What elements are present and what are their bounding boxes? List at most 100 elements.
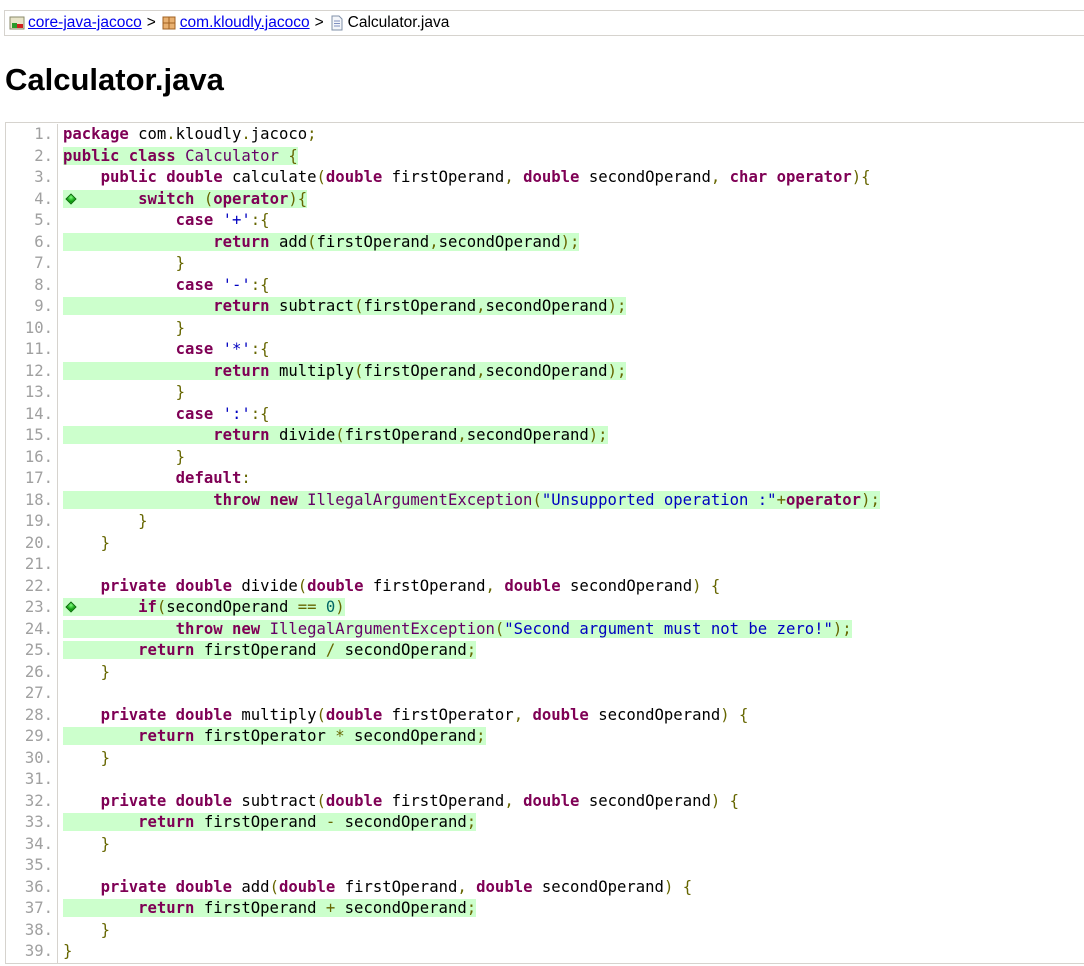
code-token: } (100, 662, 110, 681)
line-number: 36. (6, 876, 58, 898)
source-line: 2.public class Calculator { (6, 145, 1084, 168)
line-number: 35. (6, 855, 58, 877)
code-text: } (63, 749, 110, 767)
covered-code: return subtract(firstOperand,secondOpera… (63, 297, 627, 315)
code-token: secondOperand (579, 168, 711, 186)
code-text: } (63, 512, 147, 530)
code-token: ( (316, 168, 326, 186)
covered-code: if(secondOperand == 0) (63, 598, 345, 616)
breadcrumb: core-java-jacoco > com.kloudly.jacoco > … (4, 10, 1084, 36)
code-token (514, 168, 523, 186)
code-token (63, 233, 213, 251)
covered-code: return firstOperand / secondOperand; (63, 641, 477, 659)
code-token: , (513, 705, 524, 724)
covered-code: throw new IllegalArgumentException("Unsu… (63, 490, 880, 509)
code-token: firstOperand (194, 641, 326, 659)
source-line: 39.} (6, 941, 1084, 963)
line-code (58, 683, 63, 705)
line-number: 31. (6, 769, 58, 791)
line-number: 34. (6, 833, 58, 855)
code-token (260, 620, 269, 638)
source-line: 26. } (6, 661, 1084, 683)
code-token: com (128, 125, 167, 143)
code-token: } (100, 533, 110, 552)
code-token: return (138, 641, 195, 659)
code-token (166, 706, 175, 724)
code-token: ; (466, 899, 477, 917)
code-token: , (476, 297, 486, 315)
code-token: ) (692, 576, 702, 595)
source-line: 29. return firstOperator * secondOperand… (6, 726, 1084, 748)
line-code: } (58, 447, 185, 469)
code-token: return (138, 899, 195, 917)
code-token: } (63, 942, 73, 960)
code-token: private (100, 576, 167, 595)
code-token: ( (335, 426, 345, 444)
line-code: } (58, 834, 110, 856)
source-line: 14. case ':':{ (6, 403, 1084, 425)
code-token (63, 362, 213, 380)
breadcrumb-item-source: Calculator.java (329, 14, 449, 32)
line-number: 27. (6, 683, 58, 705)
covered-code: return multiply(firstOperand,secondOpera… (63, 361, 627, 380)
source-line: 18. throw new IllegalArgumentException("… (6, 489, 1084, 511)
line-code: public class Calculator { (58, 146, 298, 168)
code-token (720, 168, 729, 186)
source-line: 11. case '*':{ (6, 339, 1084, 361)
source-line: 27. (6, 683, 1084, 705)
code-token (63, 319, 176, 337)
code-token (63, 469, 176, 487)
line-number: 16. (6, 446, 58, 468)
code-token (63, 426, 213, 444)
source-line: 5. case '+':{ (6, 210, 1084, 232)
code-token: firstOperand (194, 813, 326, 831)
source-line: 37. return firstOperand + secondOperand; (6, 898, 1084, 920)
code-text: } (63, 383, 185, 401)
code-token (63, 899, 138, 917)
code-token: secondOperand (588, 705, 721, 724)
source-line: 24. throw new IllegalArgumentException("… (6, 618, 1084, 640)
code-token: } (100, 834, 110, 853)
breadcrumb-item-report[interactable]: core-java-jacoco (9, 14, 142, 32)
code-token (63, 706, 101, 724)
code-text: case '+':{ (63, 211, 270, 229)
breadcrumb-item-package[interactable]: com.kloudly.jacoco (161, 14, 310, 32)
code-token: jacoco (250, 125, 308, 143)
code-token: return (213, 426, 270, 444)
source-line: 20. } (6, 532, 1084, 554)
code-token (63, 448, 176, 466)
code-token: ( (297, 576, 308, 595)
code-text: } (63, 835, 110, 853)
code-token: firstOperand (194, 899, 326, 917)
code-token: case (175, 404, 214, 423)
line-code: public double calculate(double firstOper… (58, 167, 871, 189)
code-text: private double add(double firstOperand, … (63, 877, 693, 896)
code-token: switch (138, 189, 195, 208)
line-code: return multiply(firstOperand,secondOpera… (58, 361, 627, 383)
code-token: add (232, 877, 270, 896)
line-code: return firstOperand + secondOperand; (58, 898, 477, 920)
code-token: double (175, 705, 233, 724)
code-token: ; (476, 727, 486, 745)
breadcrumb-link-report[interactable]: core-java-jacoco (28, 14, 142, 31)
code-token: secondOperand (532, 877, 664, 896)
source-line: 22. private double divide(double firstOp… (6, 575, 1084, 597)
code-text: } (63, 921, 110, 939)
code-token: , (457, 426, 467, 444)
breadcrumb-link-package[interactable]: com.kloudly.jacoco (179, 14, 310, 31)
code-token (223, 620, 232, 638)
code-token (213, 211, 222, 229)
code-token: "Second argument must not be zero!" (504, 619, 833, 638)
code-text: package com.kloudly.jacoco; (63, 125, 317, 143)
code-token: , (485, 576, 495, 595)
code-token (467, 878, 476, 896)
line-number: 39. (6, 941, 58, 963)
code-token: return (213, 297, 270, 315)
line-number: 6. (6, 231, 58, 253)
line-number: 24. (6, 618, 58, 640)
line-number: 11. (6, 339, 58, 361)
code-token: double (175, 791, 233, 810)
code-text: } (63, 534, 110, 552)
line-number: 18. (6, 489, 58, 511)
line-number: 5. (6, 210, 58, 232)
